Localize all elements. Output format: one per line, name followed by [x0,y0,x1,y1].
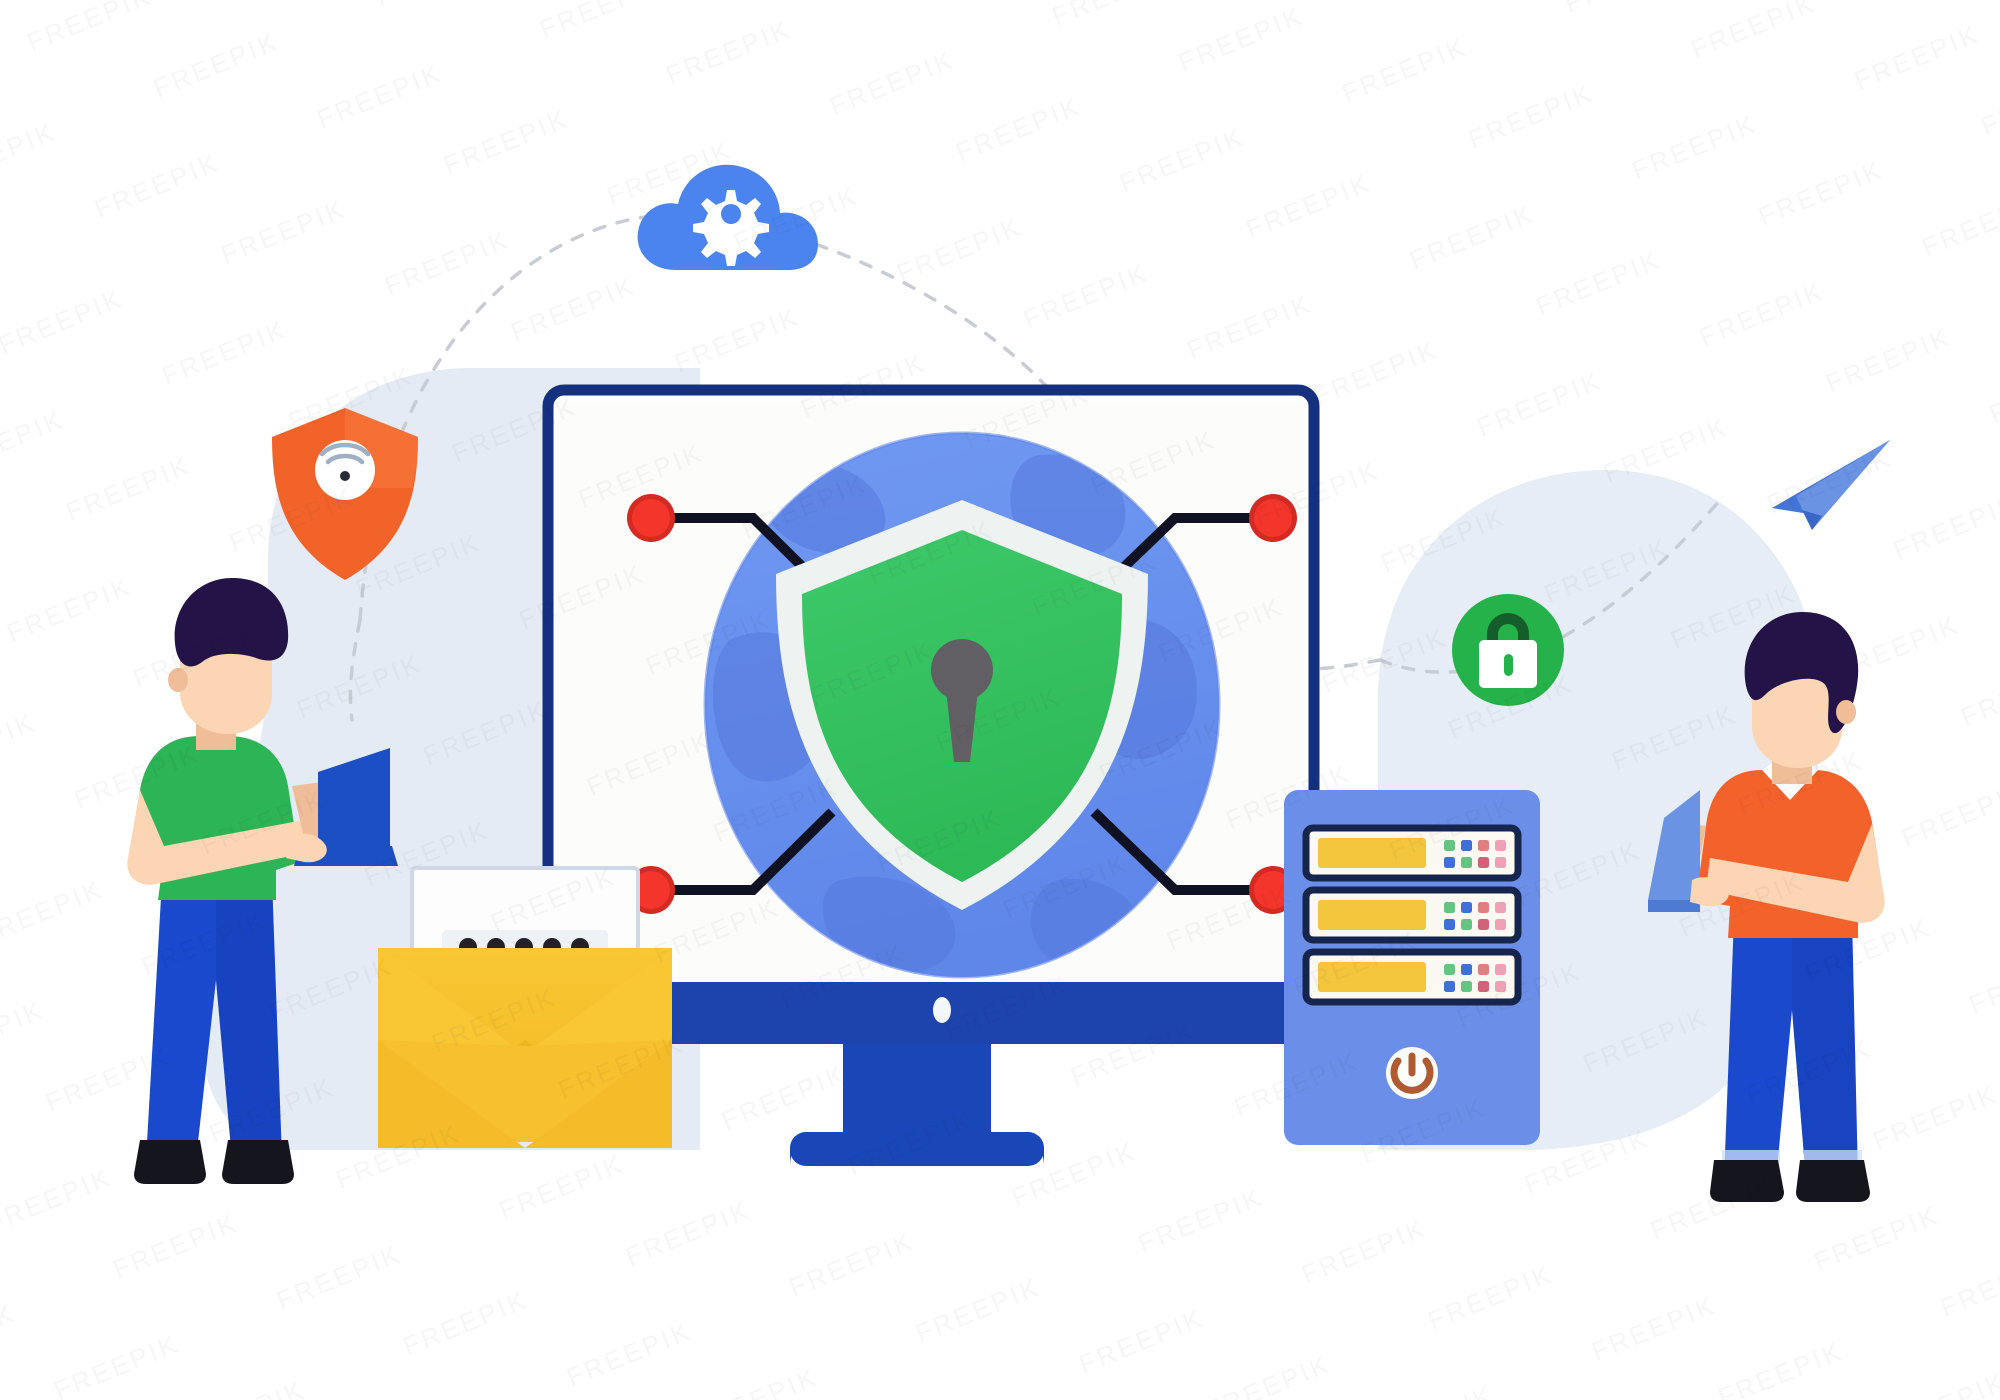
watermark-overlay [0,0,2000,1400]
illustration-svg: FREEPIK FREEPIK [0,0,2000,1400]
illustration-canvas: Cyber Security Data Protection Illustrat… [0,0,2000,1400]
